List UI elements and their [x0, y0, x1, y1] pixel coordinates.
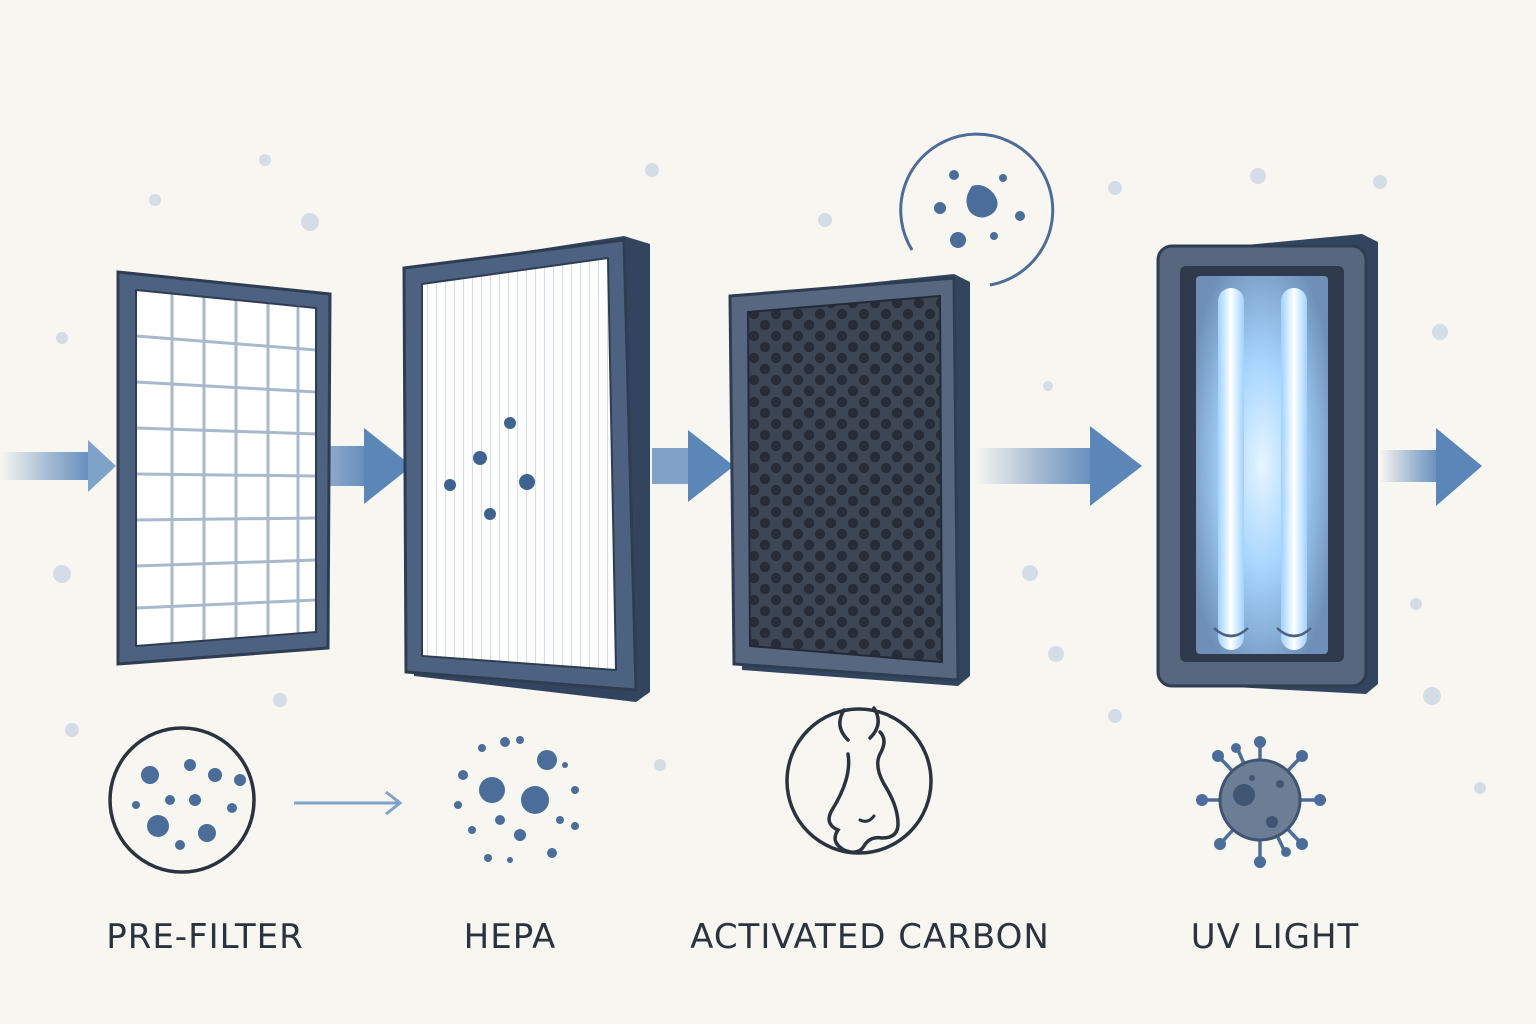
- trapped-particles: [444, 417, 535, 520]
- airflow-arrow-outlet: [1380, 428, 1482, 506]
- uv-lamp-icon: [1196, 276, 1328, 654]
- virus-icon: [1196, 736, 1326, 868]
- airflow-arrow-inlet: [0, 440, 116, 492]
- prefilter-label: PRE-FILTER: [106, 917, 304, 957]
- nose-odor-icon: [785, 706, 933, 855]
- carbon-panel: [728, 274, 970, 686]
- pleated-media-icon: [422, 258, 616, 670]
- hepa-panel: [402, 236, 650, 702]
- grid-mesh-icon: [135, 294, 317, 644]
- carbon-zoom-bubble: [899, 132, 1055, 287]
- airflow-arrow-to-carbon: [652, 430, 734, 502]
- carbon-pores-icon: [748, 296, 942, 662]
- activated-carbon-label: ACTIVATED CARBON: [690, 917, 1050, 957]
- airflow-arrow-to-uv: [975, 426, 1142, 506]
- uv-tubes: [1213, 288, 1312, 650]
- fine-particles-icon: [454, 736, 579, 863]
- hepa-label: HEPA: [463, 917, 557, 957]
- capture-arrow-icon: [294, 790, 403, 816]
- uv-panel: [1156, 234, 1378, 694]
- uv-light-label: UV LIGHT: [1190, 917, 1360, 957]
- background-dust: [53, 154, 1486, 794]
- large-particles-circle-icon: [108, 726, 256, 874]
- prefilter-panel: [116, 270, 332, 666]
